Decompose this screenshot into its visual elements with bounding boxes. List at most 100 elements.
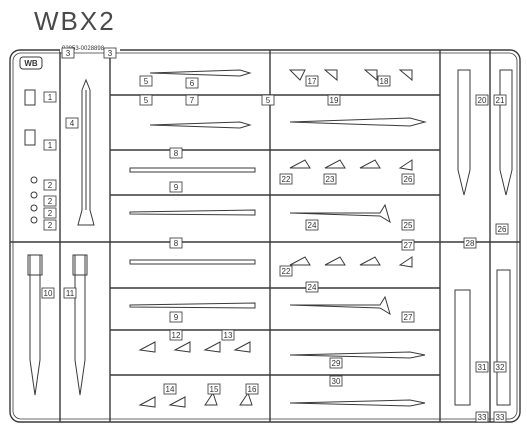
part-number-text: 26 [498,225,507,234]
part-number-tag: 26 [401,173,415,185]
part-number-text: 5 [144,96,149,105]
part-number-text: 10 [44,289,53,298]
part-number-text: 2 [48,181,53,190]
part-number-text: 2 [48,209,53,218]
part-number-text: 22 [282,267,291,276]
part-number-tag: 18 [377,75,391,87]
sprue-sheet-title: WBX2 [34,6,116,36]
part-number-text: 5 [266,96,271,105]
part-number-text: 30 [332,377,341,386]
part-number-tag: 16 [245,383,259,395]
sprue-code-label: 02853-0028898 [62,46,105,52]
part-number-text: 28 [466,239,475,248]
part-number-tag: 28 [463,237,477,249]
part-number-tag: 26 [495,223,509,235]
part-number-tag: 25 [401,219,415,231]
part-number-tag: 11 [63,287,77,299]
part-number-tag: 3 [61,47,75,59]
part-number-text: 24 [308,283,317,292]
part-number-text: 4 [70,119,75,128]
part-number-tag: 10 [41,287,55,299]
part-number-tag: 5 [261,94,275,106]
part-number-text: 1 [48,93,53,102]
part-number-text: 20 [478,96,487,105]
part-number-text: 23 [326,175,335,184]
part-number-tag: 27 [401,311,415,323]
part-number-tag: 17 [305,75,319,87]
part-number-tag: 2 [43,219,57,231]
part-number-tag: 21 [493,94,507,106]
part-number-text: 16 [248,385,257,394]
part-number-text: 6 [190,79,195,88]
part-number-text: 1 [48,141,53,150]
part-number-text: 27 [404,313,413,322]
part-number-text: 18 [380,77,389,86]
part-number-text: 29 [332,359,341,368]
part-number-tag: 6 [185,77,199,89]
part-number-text: 11 [66,289,75,298]
part-number-tag: 7 [185,94,199,106]
part-number-text: 32 [496,363,505,372]
part-number-tag: 32 [493,361,507,373]
part-number-text: 7 [190,96,195,105]
part-number-tag: 9 [169,311,183,323]
part-number-text: 9 [174,183,179,192]
part-number-text: 19 [330,96,339,105]
part-number-text: 3 [66,49,71,58]
part-number-text: 12 [172,331,181,340]
part-number-text: 24 [308,221,317,230]
part-number-text: 26 [404,175,413,184]
part-number-tag: 23 [323,173,337,185]
part-number-tag: 5 [139,75,153,87]
sprue-id-box [19,56,43,70]
part-number-text: 8 [174,149,179,158]
part-number-tag: 29 [329,357,343,369]
part-number-text: 33 [496,413,505,422]
part-number-tag: 8 [169,147,183,159]
part-number-tag: 5 [139,94,153,106]
part-number-tag: 31 [475,361,489,373]
part-number-tag: 12 [169,329,183,341]
part-number-tag: 2 [43,195,57,207]
part-number-tag: 2 [43,179,57,191]
part-number-tag: 3 [103,47,117,59]
part-number-text: 17 [308,77,317,86]
part-number-tag: 20 [475,94,489,106]
part-number-text: 21 [496,96,505,105]
part-number-tag: 15 [207,383,221,395]
part-number-text: 8 [174,239,179,248]
part-number-text: 13 [224,331,233,340]
part-number-tag: 2 [43,207,57,219]
part-number-tag: 22 [279,173,293,185]
part-number-text: 25 [404,221,413,230]
part-number-tag: 4 [65,117,79,129]
part-number-text: 15 [210,385,219,394]
part-number-tag: 22 [279,265,293,277]
part-number-text: 2 [48,197,53,206]
part-number-tag: 24 [305,219,319,231]
part-number-text: 14 [166,385,175,394]
part-number-tag: 8 [169,237,183,249]
part-number-tag: 27 [401,239,415,251]
part-number-tag: 13 [221,329,235,341]
part-number-text: 33 [478,413,487,422]
part-number-tag: 33 [475,411,489,423]
part-number-text: 2 [48,221,53,230]
sprue-id-label: WB [24,59,38,68]
part-number-text: 9 [174,313,179,322]
part-number-tag: 33 [493,411,507,423]
part-number-text: 5 [144,77,149,86]
part-number-tag: 9 [169,181,183,193]
part-number-tag: 1 [43,139,57,151]
part-number-tag: 24 [305,281,319,293]
part-number-text: 27 [404,241,413,250]
part-number-text: 3 [108,49,113,58]
part-number-tag: 30 [329,375,343,387]
part-number-text: 22 [282,175,291,184]
part-number-tag: 1 [43,91,57,103]
part-number-tag: 19 [327,94,341,106]
part-number-tag: 14 [163,383,177,395]
part-number-text: 31 [478,363,487,372]
